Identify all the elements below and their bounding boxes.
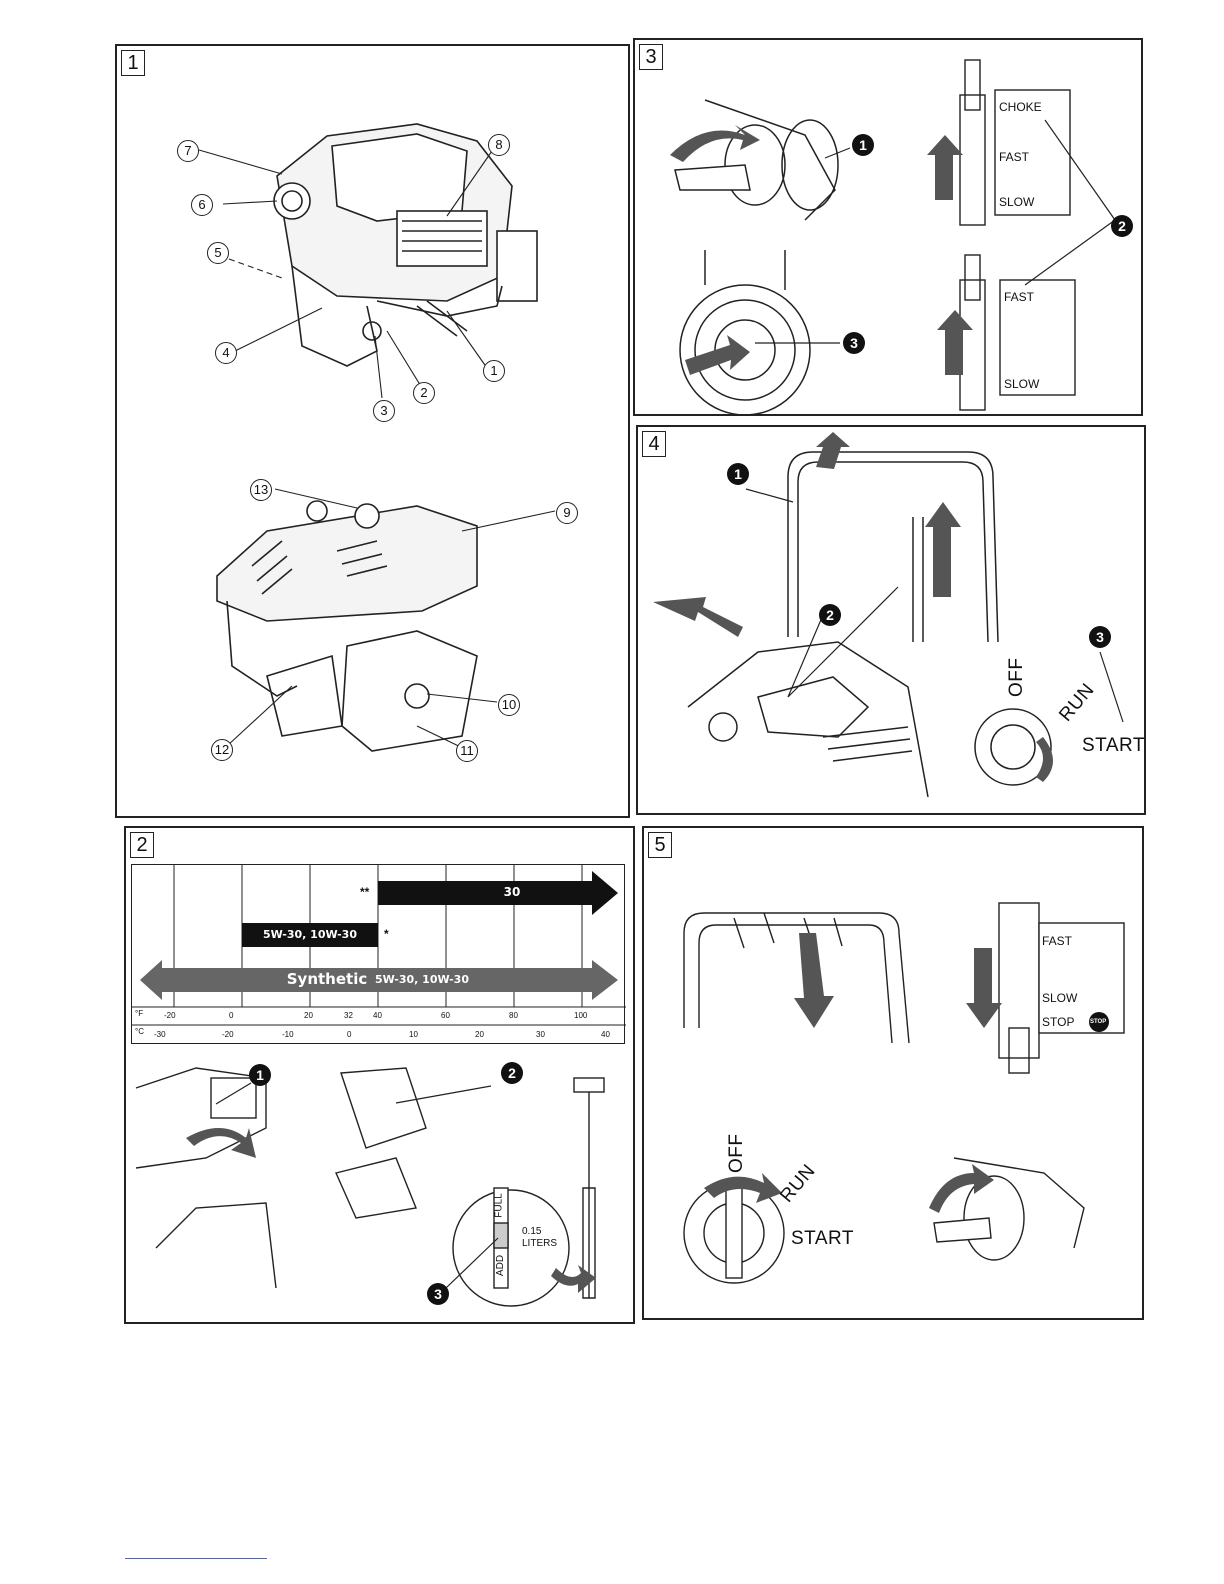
c-tick: -20 bbox=[222, 1030, 234, 1039]
marker-1: 1 bbox=[727, 463, 749, 485]
f-tick: 0 bbox=[229, 1011, 233, 1020]
dipstick-add-label: ADD bbox=[495, 1255, 506, 1276]
marker-3: 3 bbox=[427, 1283, 449, 1305]
celsius-label: °C bbox=[135, 1027, 144, 1036]
f-tick: 80 bbox=[509, 1011, 518, 1020]
callout-7: 7 bbox=[177, 140, 199, 162]
c-tick: -30 bbox=[154, 1030, 166, 1039]
c-tick: 30 bbox=[536, 1030, 545, 1039]
gauge2-fast-label: FAST bbox=[1004, 290, 1034, 304]
panel-4-start-procedure: 4 1 2 3 OFF RUN START bbox=[636, 425, 1146, 815]
bar-5w30-label: 5W-30, 10W-30 bbox=[242, 928, 378, 941]
key-start-label: START bbox=[791, 1228, 854, 1250]
gauge-slow-label: SLOW bbox=[999, 195, 1034, 209]
key-start-label: START bbox=[1082, 735, 1145, 757]
dipstick-unit: LITERS bbox=[522, 1238, 557, 1249]
synthetic-grades: 5W-30, 10W-30 bbox=[372, 973, 472, 986]
callout-10: 10 bbox=[498, 694, 520, 716]
gauge-fast-label: FAST bbox=[999, 150, 1029, 164]
gauge-choke-label: CHOKE bbox=[999, 100, 1042, 114]
gauge-stop-label: STOP bbox=[1042, 1015, 1074, 1029]
callout-2: 2 bbox=[413, 382, 435, 404]
engine-illustration-top bbox=[117, 46, 632, 820]
marker-2: 2 bbox=[501, 1062, 523, 1084]
c-tick: 20 bbox=[475, 1030, 484, 1039]
marker-3: 3 bbox=[843, 332, 865, 354]
callout-4: 4 bbox=[215, 342, 237, 364]
fahrenheit-label: °F bbox=[135, 1009, 143, 1018]
dipstick-amount: 0.15 bbox=[522, 1226, 541, 1237]
gauge-slow-label: SLOW bbox=[1042, 991, 1077, 1005]
single-star-mark: * bbox=[384, 927, 389, 941]
callout-8: 8 bbox=[488, 134, 510, 156]
callout-6: 6 bbox=[191, 194, 213, 216]
key-off-label: OFF bbox=[1006, 658, 1028, 698]
marker-1: 1 bbox=[249, 1064, 271, 1086]
panel-3-choke-throttle: 3 1 2 3 CHOKE FAST SLOW bbox=[633, 38, 1143, 416]
panel-1-engine-parts: 1 bbox=[115, 44, 630, 818]
bar-30-label: 30 bbox=[462, 885, 562, 899]
callout-1: 1 bbox=[483, 360, 505, 382]
c-tick: 10 bbox=[409, 1030, 418, 1039]
f-tick: 40 bbox=[373, 1011, 382, 1020]
fuel-valve-illustration bbox=[635, 40, 1145, 418]
synthetic-word: Synthetic bbox=[282, 970, 372, 988]
dipstick-full-label: FULL bbox=[494, 1193, 505, 1217]
marker-2: 2 bbox=[1111, 215, 1133, 237]
f-tick: 100 bbox=[574, 1011, 587, 1020]
c-tick: 0 bbox=[347, 1030, 351, 1039]
c-tick: -10 bbox=[282, 1030, 294, 1039]
key-off-label: OFF bbox=[726, 1134, 748, 1174]
callout-11: 11 bbox=[456, 740, 478, 762]
gauge-fast-label: FAST bbox=[1042, 934, 1072, 948]
f-tick: -20 bbox=[164, 1011, 176, 1020]
gauge2-slow-label: SLOW bbox=[1004, 377, 1039, 391]
marker-1: 1 bbox=[852, 134, 874, 156]
c-tick: 40 bbox=[601, 1030, 610, 1039]
callout-13: 13 bbox=[250, 479, 272, 501]
oil-viscosity-chart: 30 5W-30, 10W-30 Synthetic 5W-30, 10W-30… bbox=[131, 864, 625, 1044]
handle-and-engine-illustration bbox=[638, 427, 1148, 817]
callout-12: 12 bbox=[211, 739, 233, 761]
marker-2: 2 bbox=[819, 604, 841, 626]
f-tick: 20 bbox=[304, 1011, 313, 1020]
f-tick: 32 bbox=[344, 1011, 353, 1020]
callout-9: 9 bbox=[556, 502, 578, 524]
footer-link-underline bbox=[125, 1558, 267, 1559]
marker-3: 3 bbox=[1089, 626, 1111, 648]
panel-2-oil-check: 2 bbox=[124, 826, 635, 1324]
handle-and-key-illustration bbox=[644, 828, 1146, 1322]
stop-sign-icon: STOP bbox=[1090, 1019, 1106, 1025]
callout-5: 5 bbox=[207, 242, 229, 264]
callout-3: 3 bbox=[373, 400, 395, 422]
panel-5-stop-procedure: 5 FAST SLOW STOP STOP OFF RUN START bbox=[642, 826, 1144, 1320]
double-star-mark: ** bbox=[360, 885, 369, 899]
f-tick: 60 bbox=[441, 1011, 450, 1020]
